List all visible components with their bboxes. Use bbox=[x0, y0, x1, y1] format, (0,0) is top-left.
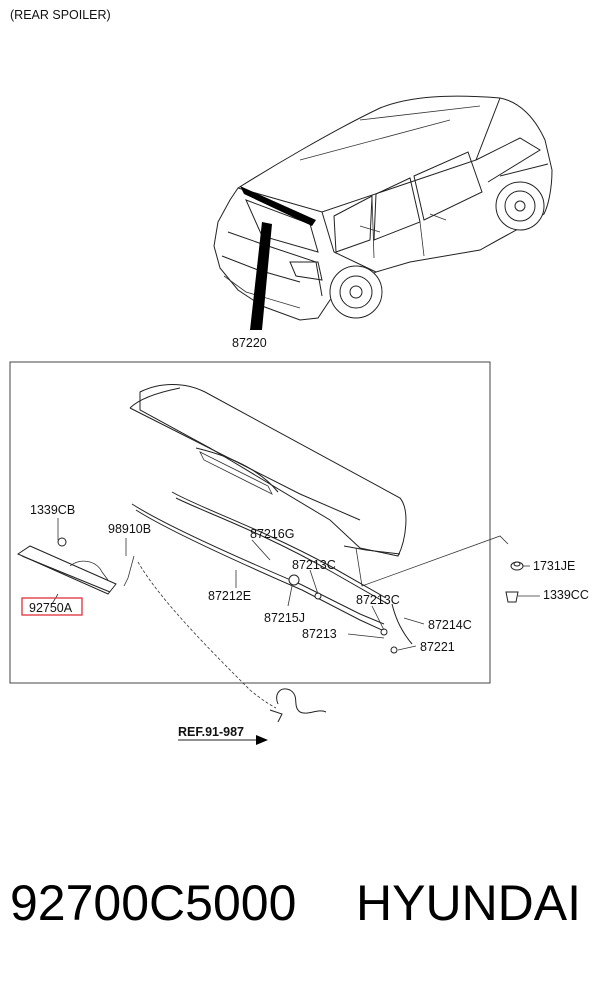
label-1339cb: 1339CB bbox=[30, 503, 75, 517]
ref-arrow-icon bbox=[256, 735, 268, 745]
fastener-1339cc bbox=[505, 591, 519, 603]
label-87212e: 87212E bbox=[208, 589, 251, 603]
label-87215j: 87215J bbox=[264, 611, 305, 625]
assembly-frame bbox=[9, 361, 491, 684]
label-ref-91-987: REF.91-987 bbox=[178, 725, 244, 739]
leader-lines bbox=[51, 518, 540, 651]
wiring-harness bbox=[123, 555, 327, 723]
diagram-title: (REAR SPOILER) bbox=[10, 8, 111, 22]
label-87221: 87221 bbox=[420, 640, 455, 654]
molding-strips bbox=[131, 491, 413, 645]
clip-87221 bbox=[390, 646, 398, 654]
clip-87215j bbox=[288, 574, 300, 586]
highlight-box-92750a bbox=[21, 597, 83, 616]
label-87214c: 87214C bbox=[428, 618, 472, 632]
label-87220: 87220 bbox=[232, 336, 267, 350]
brand-name: HYUNDAI bbox=[356, 875, 582, 931]
spoiler-pointer-arrow bbox=[250, 222, 272, 330]
label-87216g: 87216G bbox=[250, 527, 294, 541]
spoiler-body bbox=[129, 384, 407, 557]
label-87213: 87213 bbox=[302, 627, 337, 641]
high-mount-stop-lamp bbox=[16, 537, 117, 595]
spoiler-location-marker bbox=[240, 186, 316, 226]
label-98910b: 98910B bbox=[108, 522, 151, 536]
label-1731je: 1731JE bbox=[533, 559, 575, 573]
clip-87213c-b bbox=[380, 628, 388, 636]
fastener-1731je bbox=[510, 561, 524, 571]
label-87213c-upper: 87213C bbox=[292, 558, 336, 572]
label-87213c-lower: 87213C bbox=[356, 593, 400, 607]
label-92750a: 92750A bbox=[29, 601, 73, 615]
label-1339cc: 1339CC bbox=[543, 588, 589, 602]
vehicle-illustration bbox=[213, 95, 553, 330]
part-number: 92700C5000 bbox=[10, 875, 297, 931]
